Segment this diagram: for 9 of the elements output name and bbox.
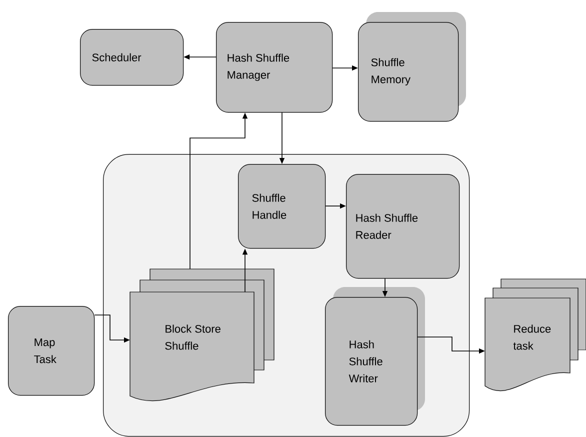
- process-box: Map Task: [8, 306, 95, 396]
- process-box: Hash Shuffle Manager: [216, 22, 333, 113]
- process-box: Scheduler: [80, 29, 184, 86]
- process-box: Shuffle Memory: [358, 12, 466, 122]
- process-box: Hash Shuffle Reader: [346, 174, 460, 279]
- process-box: Hash Shuffle Writer: [325, 287, 425, 426]
- process-box: Shuffle Handle: [238, 164, 326, 249]
- document-stack: Reduce task: [484, 278, 586, 391]
- document-stack: Block Store Shuffle: [130, 268, 274, 401]
